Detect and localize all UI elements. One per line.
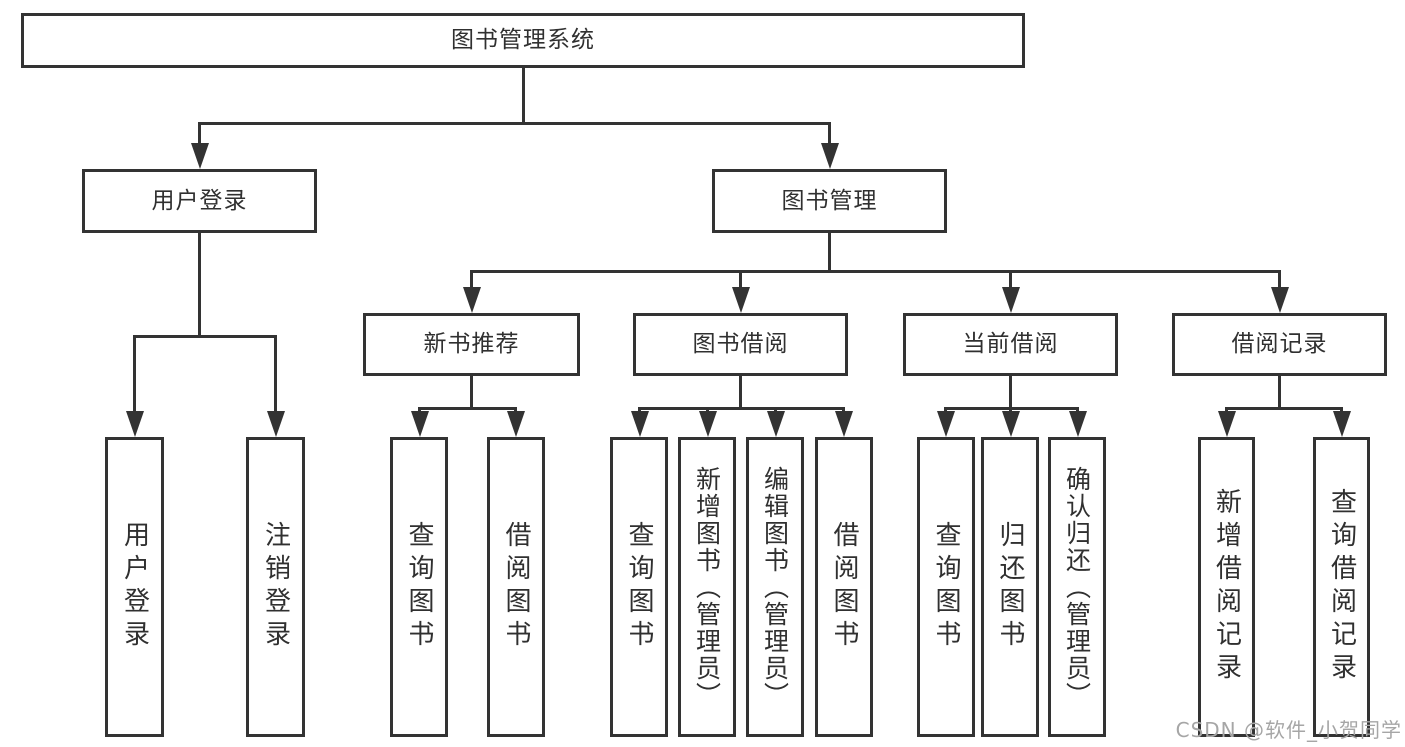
connector-newbook-stem xyxy=(470,376,473,407)
arrow-bookborrow-leaf-2 xyxy=(706,407,709,411)
connector-records-stem xyxy=(1278,376,1281,407)
node-user-login: 用户登录 xyxy=(82,169,317,233)
arrow-newbook-leaf-2 xyxy=(514,407,517,411)
node-book-management: 图书管理 xyxy=(712,169,947,233)
leaf-newbook-query-books: 查询图书 xyxy=(390,437,448,737)
connector-bookborrow-hline xyxy=(638,407,845,410)
arrow-to-leaf-logout xyxy=(274,335,277,411)
leaf-current-query-books: 查询图书 xyxy=(917,437,975,737)
leaf-user-login: 用户登录 xyxy=(105,437,164,737)
connector-l2-hline xyxy=(198,122,831,125)
arrow-to-book-management xyxy=(828,122,831,143)
arrow-current-leaf-3 xyxy=(1076,407,1079,411)
arrow-to-current-borrow xyxy=(1009,270,1012,287)
arrow-newbook-leaf-1 xyxy=(418,407,421,411)
node-book-borrow: 图书借阅 xyxy=(633,313,848,376)
node-current-borrow: 当前借阅 xyxy=(903,313,1118,376)
leaf-newbook-borrow-books: 借阅图书 xyxy=(487,437,545,737)
arrow-to-book-borrow xyxy=(739,270,742,287)
arrow-records-leaf-1 xyxy=(1225,407,1228,411)
connector-bookmgmt-stem xyxy=(828,232,831,270)
arrow-current-leaf-2 xyxy=(1009,407,1012,411)
arrow-current-leaf-1 xyxy=(944,407,947,411)
connector-newbook-hline xyxy=(418,407,517,410)
arrow-to-user-login xyxy=(198,122,201,143)
leaf-borrow-add-books-admin: 新增图书（管理员） xyxy=(678,437,736,737)
arrow-records-leaf-2 xyxy=(1340,407,1343,411)
node-new-book-recommend: 新书推荐 xyxy=(363,313,580,376)
leaf-logout: 注销登录 xyxy=(246,437,305,737)
leaf-current-return-books: 归还图书 xyxy=(981,437,1039,737)
connector-bookborrow-stem xyxy=(739,376,742,407)
leaf-borrow-query-books: 查询图书 xyxy=(610,437,668,737)
leaf-records-query-record: 查询借阅记录 xyxy=(1313,437,1370,737)
leaf-records-add-record: 新增借阅记录 xyxy=(1198,437,1255,737)
connector-records-hline xyxy=(1225,407,1343,410)
arrow-bookborrow-leaf-1 xyxy=(638,407,641,411)
connector-userlogin-hline xyxy=(133,335,277,338)
arrow-to-new-book-recommend xyxy=(470,270,473,287)
arrow-to-leaf-user-login xyxy=(133,335,136,411)
arrow-to-borrow-records xyxy=(1278,270,1281,287)
csdn-watermark: CSDN @软件_小贺同学 xyxy=(1175,718,1402,742)
connector-current-stem xyxy=(1009,376,1012,407)
arrow-bookborrow-leaf-4 xyxy=(842,407,845,411)
connector-root-stem xyxy=(522,68,525,122)
leaf-current-confirm-return-admin: 确认归还（管理员） xyxy=(1048,437,1106,737)
leaf-borrow-edit-books-admin: 编辑图书（管理员） xyxy=(746,437,804,737)
node-borrow-records: 借阅记录 xyxy=(1172,313,1387,376)
leaf-borrow-borrow-books: 借阅图书 xyxy=(815,437,873,737)
node-root: 图书管理系统 xyxy=(21,13,1025,68)
connector-l3-hline xyxy=(470,270,1281,273)
arrow-bookborrow-leaf-3 xyxy=(774,407,777,411)
connector-userlogin-stem xyxy=(198,232,201,335)
